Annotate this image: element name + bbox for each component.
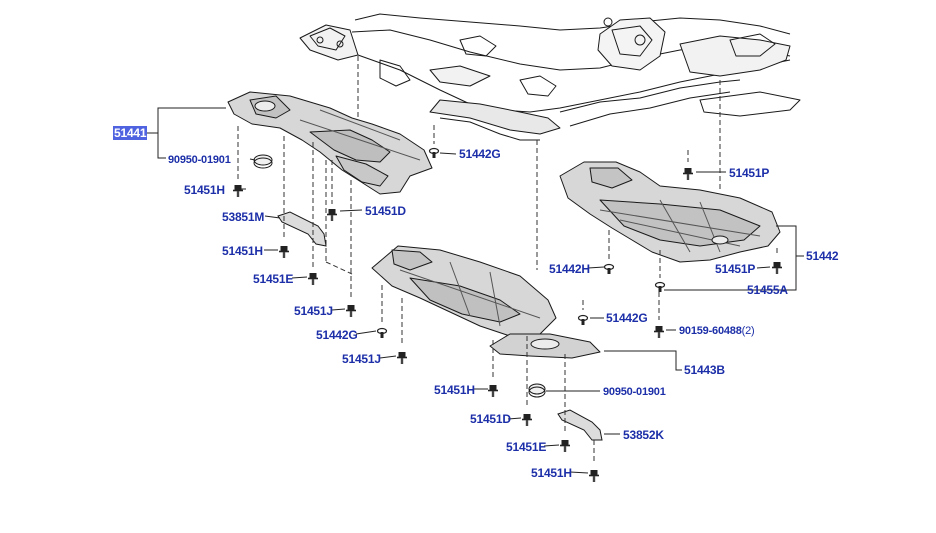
callout-51442g[interactable]: 51442G	[316, 328, 358, 342]
callout-51443b[interactable]: 51443B	[684, 363, 725, 377]
callout-51442g[interactable]: 51442G	[459, 147, 501, 161]
leader-lines	[144, 107, 804, 474]
callout-51451h[interactable]: 51451H	[531, 466, 572, 480]
callout-51442h[interactable]: 51442H	[549, 262, 590, 276]
guide-lines	[237, 56, 778, 464]
callout-90159-60488[interactable]: 90159-60488(2)	[679, 325, 755, 337]
bracket-53851m	[277, 211, 327, 247]
callout-51451p[interactable]: 51451P	[715, 262, 756, 276]
bracket-53852k	[557, 409, 603, 441]
quantity-label: (2)	[741, 325, 755, 337]
callout-51442g[interactable]: 51442G	[606, 311, 648, 325]
callout-51441[interactable]: 51441	[113, 126, 148, 140]
grommet-icon	[528, 383, 546, 398]
callout-90950-01901[interactable]: 90950-01901	[603, 386, 666, 398]
callout-51451j[interactable]: 51451J	[342, 352, 381, 366]
callout-51451d[interactable]: 51451D	[365, 204, 406, 218]
callout-51451h[interactable]: 51451H	[184, 183, 225, 197]
callout-53852k[interactable]: 53852K	[623, 428, 664, 442]
callout-51451e[interactable]: 51451E	[253, 272, 294, 286]
callout-90950-01901[interactable]: 90950-01901	[168, 154, 231, 166]
cover-51442	[559, 161, 781, 263]
callout-51455a[interactable]: 51455A	[747, 283, 788, 297]
grommet-icon	[253, 154, 273, 169]
cover-51441	[227, 91, 433, 195]
callout-51451p[interactable]: 51451P	[729, 166, 770, 180]
cover-51443b	[371, 245, 601, 359]
subframe-drawing	[299, 13, 801, 141]
callout-51442[interactable]: 51442	[806, 249, 839, 263]
callout-51451h[interactable]: 51451H	[222, 244, 263, 258]
callout-51451e[interactable]: 51451E	[506, 440, 547, 454]
callout-51451j[interactable]: 51451J	[294, 304, 333, 318]
callout-53851m[interactable]: 53851M	[222, 210, 265, 224]
callout-51451h[interactable]: 51451H	[434, 383, 475, 397]
callout-51451d[interactable]: 51451D	[470, 412, 511, 426]
